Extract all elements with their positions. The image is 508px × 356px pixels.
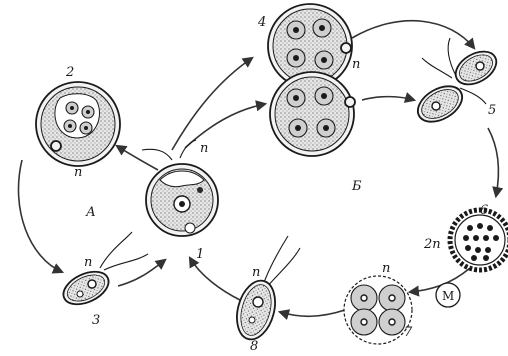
cell-stage-2	[36, 82, 120, 166]
arrow-3-to-1	[118, 260, 165, 286]
cell-stage-7	[344, 276, 412, 344]
cell-stage-6	[450, 210, 508, 270]
cell-stage-8	[231, 236, 300, 344]
arrow-4b-to-5	[362, 97, 414, 100]
arrow-1-to-4b	[185, 104, 265, 148]
label-n-stage1: п	[200, 141, 208, 156]
arrow-2-to-3	[18, 160, 62, 272]
label-stage-3: 3	[92, 313, 100, 328]
arrow-8-to-1	[190, 258, 240, 300]
arrow-4a-to-5	[352, 21, 474, 48]
label-cycle-a: А	[85, 205, 96, 220]
label-n-stage8: п	[252, 265, 260, 280]
label-meiosis: M	[442, 289, 454, 303]
label-stage-7: 7	[404, 325, 413, 340]
arrow-7-to-8	[280, 310, 345, 316]
cell-stage-4	[268, 4, 355, 156]
label-stage-8: 8	[250, 339, 258, 354]
arrow-1-to-4a	[172, 58, 252, 150]
label-cycle-b: Б	[351, 179, 362, 194]
arrow-5-to-6	[488, 128, 498, 196]
label-n-stage7: п	[382, 261, 390, 276]
label-stage-4: 4	[257, 15, 266, 30]
label-2n: 2п	[423, 237, 441, 252]
label-stage-5: 5	[488, 103, 496, 118]
cell-stage-3	[58, 232, 148, 311]
label-stage-6: 6	[480, 203, 488, 218]
label-n-stage2: п	[74, 165, 82, 180]
label-n-stage3: п	[84, 255, 92, 270]
label-stage-2: 2	[65, 65, 74, 80]
label-n-stage4: п	[352, 57, 360, 72]
label-stage-1: 1	[196, 247, 204, 262]
